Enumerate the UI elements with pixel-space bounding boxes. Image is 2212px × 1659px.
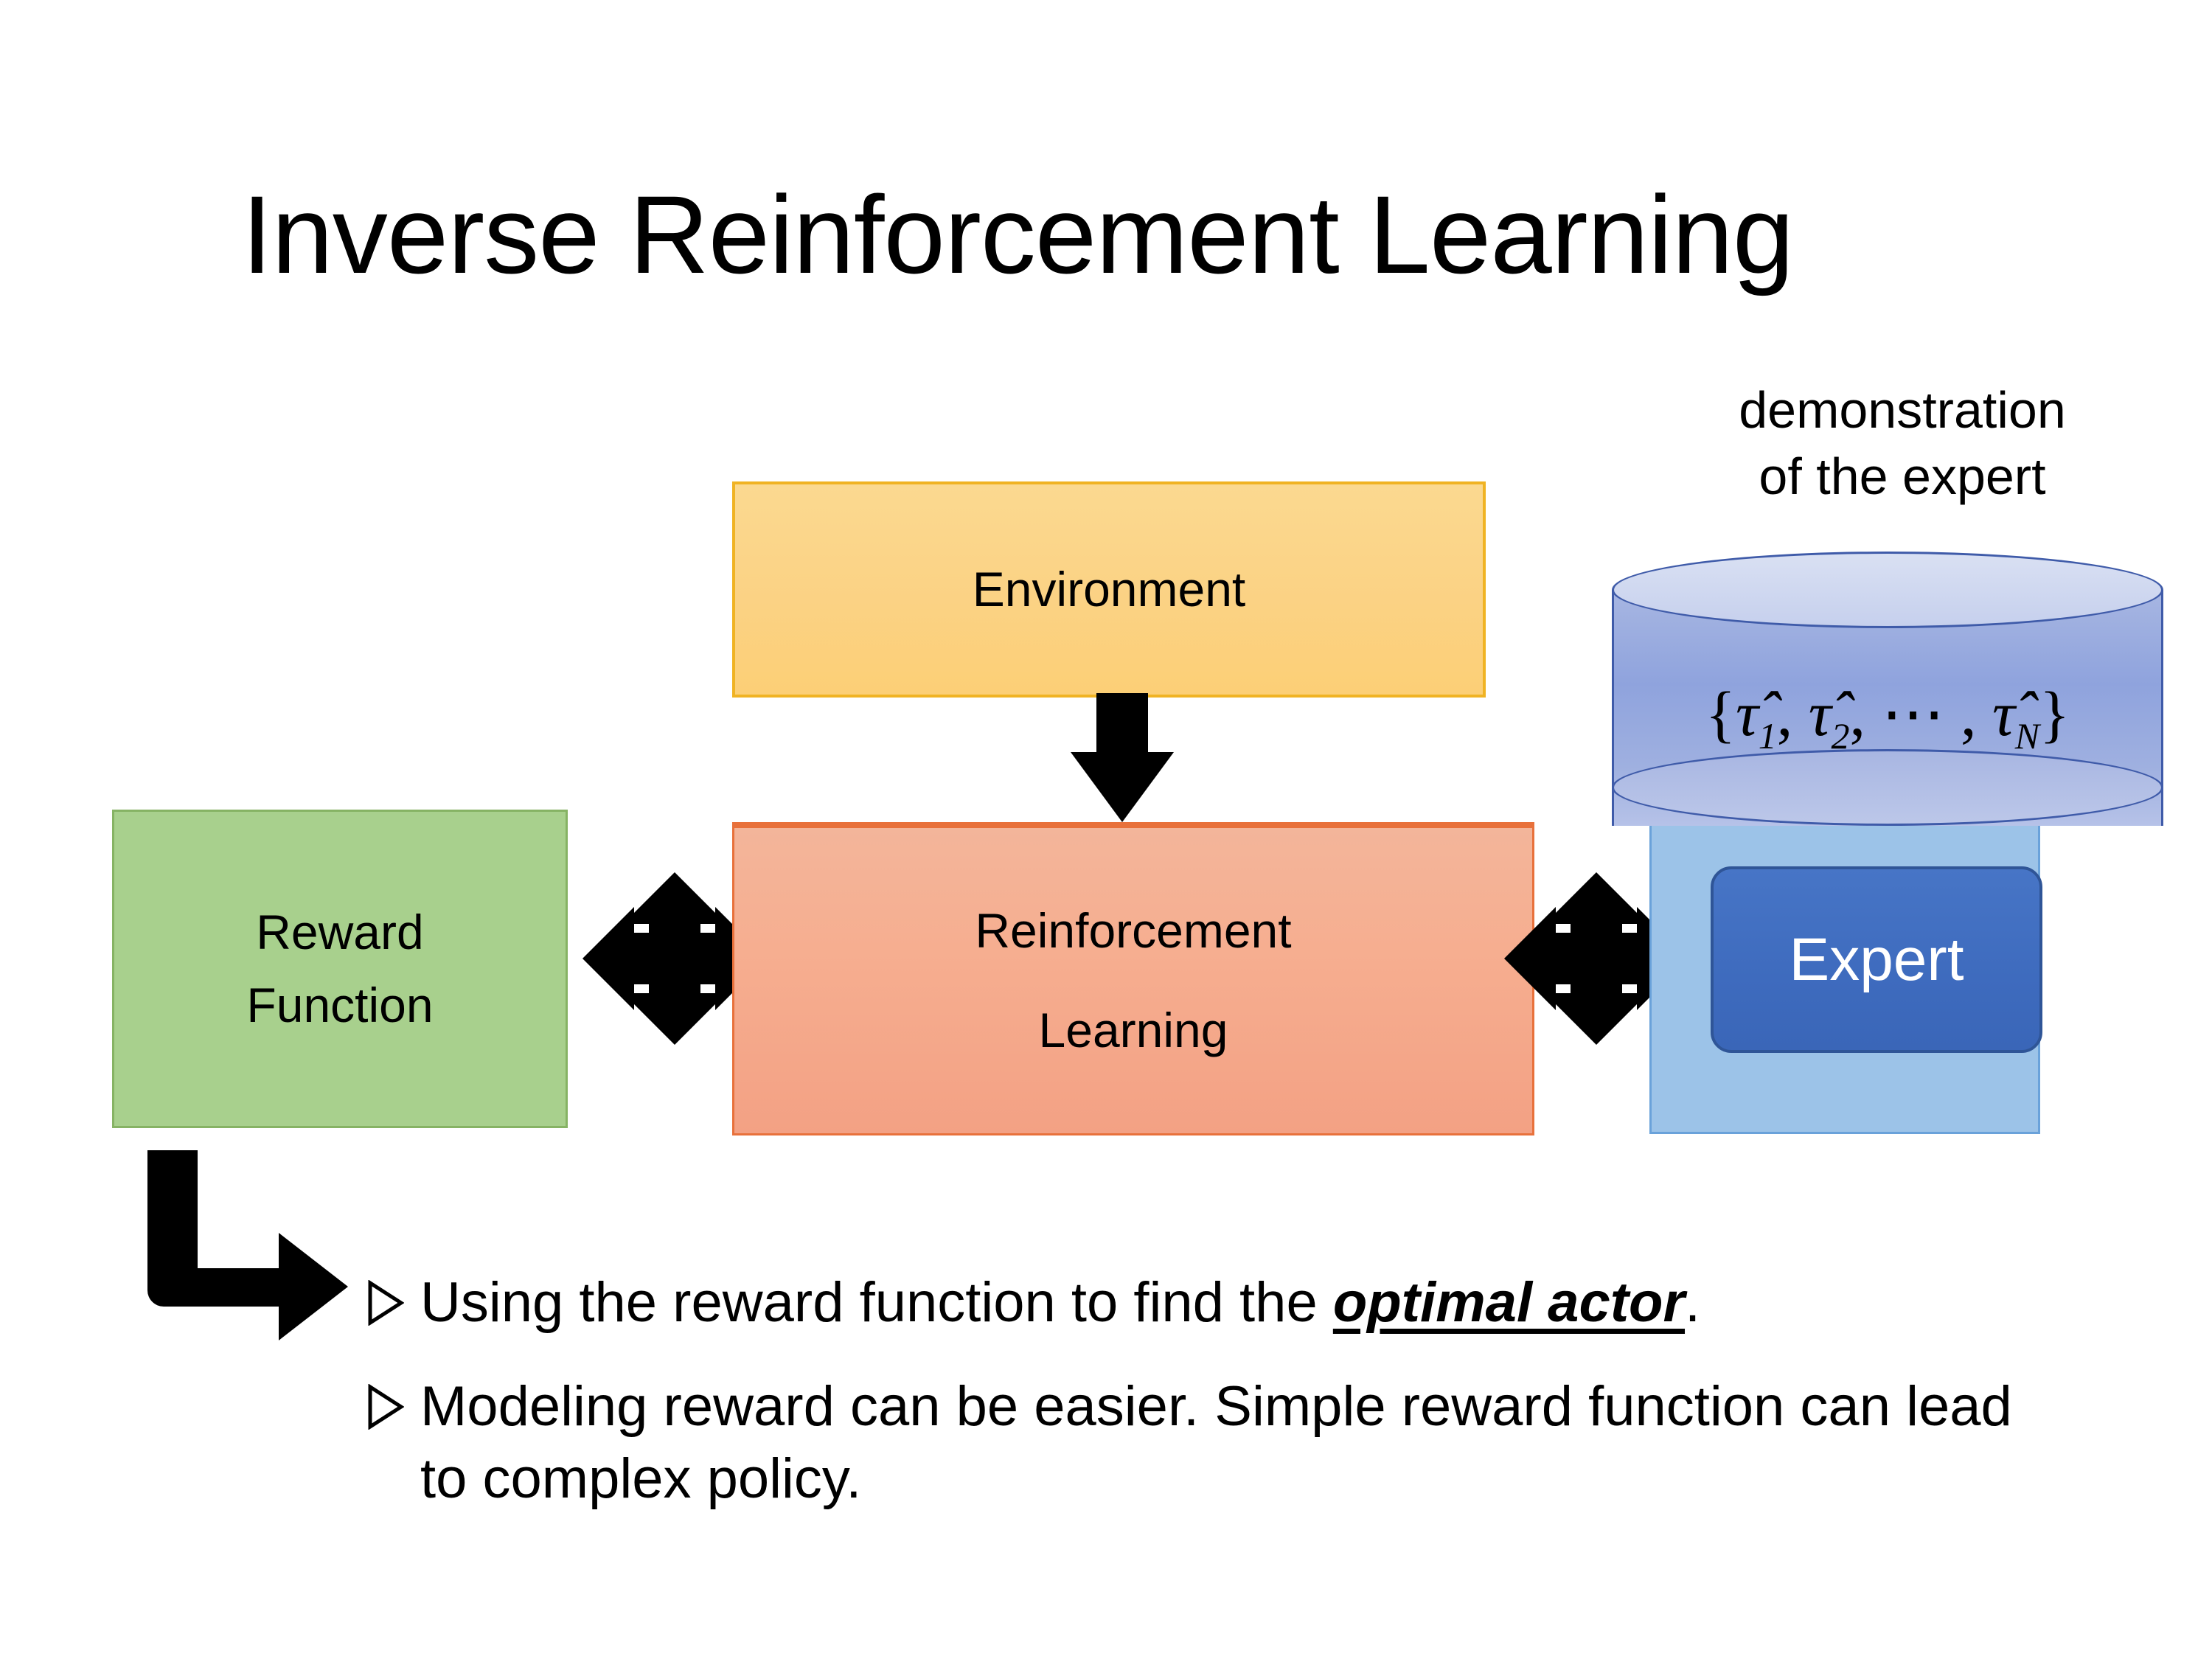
environment-box-label: Environment <box>972 562 1246 616</box>
demonstration-caption-line-2: of the expert <box>1759 447 2046 505</box>
page-title: Inverse Reinforcement Learning <box>241 173 1795 296</box>
formula-open-brace: { <box>1705 678 1736 749</box>
rl-line-2: Learning <box>1038 1003 1228 1057</box>
cylinder-bottom-ellipse <box>1612 749 2163 826</box>
list-item: Modeling reward can be easier. Simple re… <box>367 1371 2063 1514</box>
formula-tau-n: τ̂ <box>1992 678 2015 749</box>
demonstration-cylinder: {τ̂1, τ̂2, ⋯ , τ̂N} <box>1612 552 2163 861</box>
rl-line-1: Reinforcement <box>975 903 1292 958</box>
bullet-1-suffix: . <box>1685 1271 1701 1334</box>
reinforcement-learning-box: Reinforcement Learning <box>732 822 1534 1135</box>
reward-line-1: Reward <box>256 905 424 959</box>
bullet-triangle-icon <box>367 1271 420 1343</box>
formula-subscript-2: 2 <box>1831 716 1850 757</box>
bullet-1-emphasis: optimal actor <box>1332 1271 1686 1334</box>
expert-box-label: Expert <box>1789 925 1964 993</box>
demonstration-caption: demonstration of the expert <box>1622 378 2183 509</box>
bullet-list: Using the reward function to find the op… <box>367 1267 2063 1543</box>
reward-function-box-label: Reward Function <box>246 896 433 1042</box>
environment-box: Environment <box>732 481 1486 698</box>
trajectory-set-formula: {τ̂1, τ̂2, ⋯ , τ̂N} <box>1612 677 2163 757</box>
reinforcement-learning-box-label: Reinforcement Learning <box>975 894 1291 1067</box>
formula-subscript-n: N <box>2014 716 2039 757</box>
formula-subscript-1: 1 <box>1758 716 1777 757</box>
elbow-arrow-icon <box>147 1150 348 1340</box>
bullet-text-2: Modeling reward can be easier. Simple re… <box>420 1375 2012 1510</box>
reward-line-2: Function <box>246 978 434 1032</box>
list-item: Using the reward function to find the op… <box>367 1267 2063 1343</box>
reward-function-box: Reward Function <box>112 810 568 1128</box>
four-way-arrow-icon <box>1504 872 1688 1045</box>
cylinder-top-ellipse <box>1612 552 2163 628</box>
demonstration-caption-line-1: demonstration <box>1739 381 2066 439</box>
formula-separator-1: , <box>1776 678 1809 749</box>
formula-tau-1: τ̂ <box>1736 678 1759 749</box>
down-arrow-icon <box>1071 693 1174 822</box>
bullet-triangle-icon <box>367 1375 420 1447</box>
expert-box: Expert <box>1711 866 2042 1053</box>
formula-tau-2: τ̂ <box>1808 678 1832 749</box>
bullet-text-1: Using the reward function to find the op… <box>420 1267 2063 1338</box>
formula-close-brace: } <box>2039 678 2070 749</box>
formula-separator-2: , ⋯ , <box>1849 678 1992 749</box>
bullet-1-prefix: Using the reward function to find the <box>420 1271 1333 1334</box>
four-way-arrow-icon <box>582 872 767 1045</box>
